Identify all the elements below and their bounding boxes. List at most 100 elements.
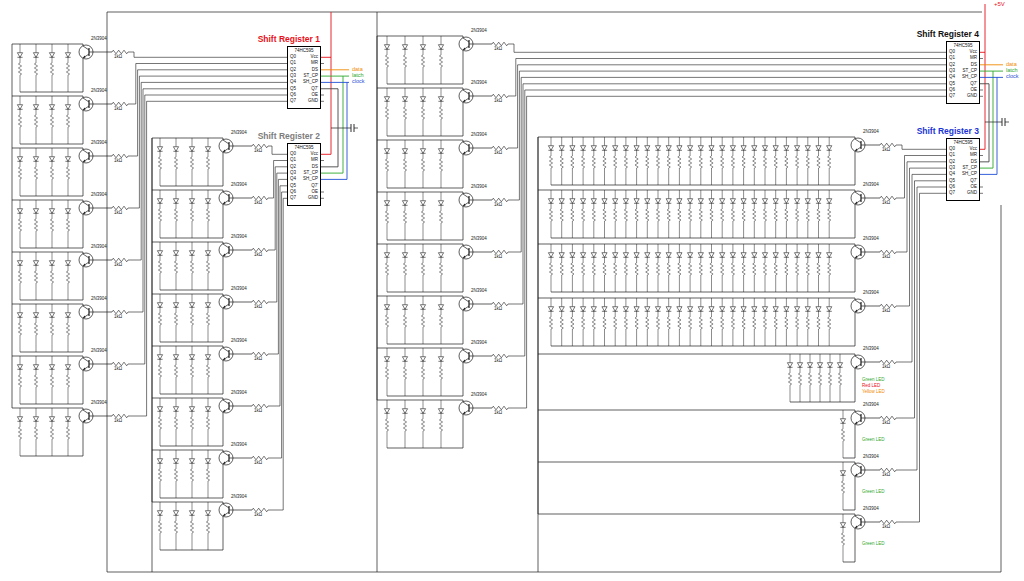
wire: [807, 329, 808, 346]
wire: [387, 413, 388, 419]
wire: [658, 190, 659, 199]
wire: [711, 168, 712, 185]
resistor-symbol: [439, 211, 442, 223]
resistor-symbol: [549, 209, 552, 221]
pin-name: Q2: [949, 63, 955, 68]
led-symbol: [402, 201, 407, 206]
led-body: [402, 357, 407, 362]
resistor-symbol: [806, 317, 809, 329]
wire: [786, 244, 787, 253]
led-symbol: [752, 199, 757, 204]
wire: [223, 512, 229, 516]
wire: [700, 244, 701, 253]
led-body: [741, 253, 746, 258]
resistor-symbol: [582, 209, 585, 221]
wire: [68, 57, 69, 63]
wire: [176, 450, 177, 459]
resistor-symbol: [174, 365, 177, 377]
wire: [807, 190, 808, 199]
wire: [636, 244, 637, 253]
wire: [583, 298, 584, 307]
wire: [68, 387, 69, 404]
pin-name: Q2: [949, 160, 955, 165]
resistor-symbol: [699, 209, 702, 221]
led-body: [189, 147, 194, 152]
wire: [176, 502, 177, 511]
led-body: [795, 253, 800, 258]
pin-name: Q1: [949, 56, 955, 61]
resistor-symbol: [582, 156, 585, 168]
wire: [20, 408, 21, 417]
led-body: [709, 253, 714, 258]
pin-name: SH_CP: [962, 172, 977, 177]
led-symbol: [384, 97, 389, 102]
wire: [83, 54, 89, 58]
wire: [192, 273, 193, 290]
wire: [985, 122, 1002, 123]
resistor-symbol: [828, 209, 831, 221]
led-symbol: [827, 199, 832, 204]
wire: [268, 146, 287, 154]
chip-title: Shift Register 2: [258, 132, 320, 141]
wire: [387, 327, 388, 344]
led-symbol: [402, 253, 407, 258]
wire: [840, 354, 841, 363]
wire: [775, 168, 776, 185]
led-symbol: [384, 45, 389, 50]
wire: [160, 294, 161, 303]
resistor-symbol: [112, 206, 128, 210]
wire: [551, 185, 855, 186]
wire: [160, 502, 161, 511]
led-body: [720, 199, 725, 204]
wire: [387, 205, 388, 211]
led-symbol: [189, 303, 194, 308]
wire: [423, 140, 424, 149]
led-body: [698, 199, 703, 204]
led-body: [720, 307, 725, 312]
wire: [68, 44, 69, 53]
wire: [743, 244, 744, 253]
wire: [807, 221, 808, 238]
wire: [765, 275, 766, 292]
wire: [861, 306, 880, 307]
wire: [711, 311, 712, 317]
wire: [423, 348, 424, 357]
led-symbol: [33, 417, 38, 422]
wire: [176, 515, 177, 521]
led-symbol: [795, 253, 800, 258]
wire: [722, 203, 723, 209]
resistor-symbol: [582, 263, 585, 275]
led-symbol: [65, 105, 70, 110]
wire: [68, 148, 69, 157]
wire: [160, 398, 161, 407]
led-body: [189, 355, 194, 360]
resistor-symbol: [841, 429, 844, 441]
wire: [268, 179, 287, 354]
wire: [775, 137, 776, 146]
led-body: [591, 307, 596, 312]
led-symbol: [65, 313, 70, 318]
wire: [405, 140, 406, 149]
resistor-symbol: [492, 198, 508, 202]
wire: [765, 190, 766, 199]
led-body: [720, 253, 725, 258]
wire: [829, 275, 830, 292]
wire: [829, 190, 830, 199]
led-symbol: [784, 199, 789, 204]
wire: [20, 404, 83, 405]
wire: [668, 221, 669, 238]
led-symbol: [602, 146, 607, 151]
wire: [160, 190, 161, 199]
led-symbol: [384, 201, 389, 206]
pin-name: Q2: [290, 68, 296, 73]
wire: [754, 311, 755, 317]
wire: [441, 119, 442, 136]
wire: [268, 192, 287, 458]
wire: [855, 137, 861, 143]
wire: [625, 329, 626, 346]
led-symbol: [189, 199, 194, 204]
part-number: 74HC595: [294, 49, 313, 54]
led-symbol: [655, 253, 660, 258]
led-body: [840, 471, 845, 476]
led-body: [688, 199, 693, 204]
